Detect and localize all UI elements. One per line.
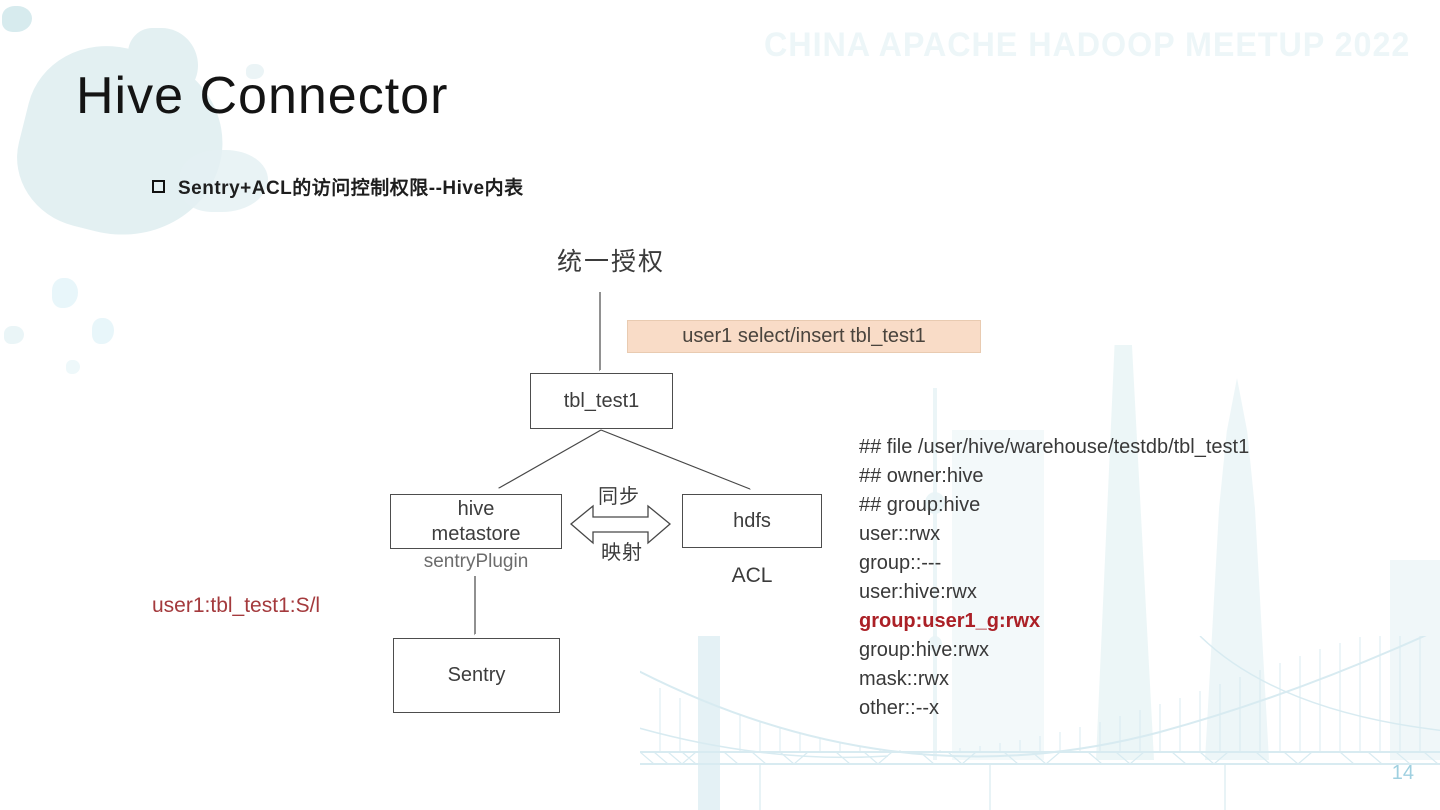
skyline-tower-sphere	[928, 636, 942, 652]
acl-line-highlighted: group:user1_g:rwx	[859, 610, 1041, 632]
acl-line: user:hive:rwx	[859, 581, 977, 603]
acl-label: ACL	[731, 564, 773, 587]
skyline-tower-mast	[933, 388, 937, 760]
acl-line: ## owner:hive	[859, 465, 984, 487]
watercolor-splash	[2, 28, 242, 257]
bullet-heading-label: Sentry+ACL的访问控制权限--Hive内表	[178, 178, 524, 199]
acl-line: group::---	[859, 552, 942, 574]
page-number: 14	[1391, 762, 1414, 784]
skyline-tower	[952, 430, 1044, 760]
acl-line: group:hive:rwx	[859, 639, 990, 661]
page-title: Hive Connector	[76, 67, 449, 125]
bullet-square-icon	[152, 180, 165, 193]
hive-metastore-label-line1: hive	[457, 497, 495, 520]
tbl-test1-label: tbl_test1	[563, 389, 640, 412]
bridge-watermark	[640, 636, 1440, 810]
watercolor-splash	[52, 278, 78, 308]
sentry-plugin-label: sentryPlugin	[423, 551, 529, 572]
acl-line: ## file /user/hive/warehouse/testdb/tbl_…	[859, 436, 1250, 458]
skyline-tower-sphere	[925, 492, 945, 514]
watercolor-splash	[2, 6, 32, 32]
hdfs-node: hdfs	[682, 494, 822, 548]
sync-label: 同步	[598, 486, 640, 508]
bullet-heading: Sentry+ACL的访问控制权限--Hive内表	[152, 173, 524, 200]
acl-line: ## group:hive	[859, 494, 981, 516]
sentry-rule-text: user1:tbl_test1:S/l	[152, 594, 321, 617]
acl-listing: ## file /user/hive/warehouse/testdb/tbl_…	[859, 433, 1249, 723]
watercolor-splash	[246, 64, 264, 79]
acl-line: other::--x	[859, 697, 940, 719]
hive-metastore-label-line2: metastore	[431, 522, 521, 545]
watercolor-splash	[180, 150, 268, 212]
unified-auth-label: 统一授权	[557, 248, 666, 276]
hdfs-label: hdfs	[733, 509, 771, 532]
acl-line: user::rwx	[859, 523, 941, 545]
acl-line: mask::rwx	[859, 668, 949, 690]
grant-statement-box: user1 select/insert tbl_test1	[627, 320, 981, 353]
watercolor-splash	[92, 318, 114, 344]
watercolor-splash	[4, 326, 24, 344]
hive-metastore-node: hive metastore	[390, 494, 562, 549]
sentry-label: Sentry	[447, 664, 506, 686]
watercolor-splash	[66, 360, 80, 374]
watercolor-splash	[128, 28, 198, 100]
event-watermark: CHINA APACHE HADOOP MEETUP 2022	[763, 26, 1410, 64]
mapping-label: 映射	[601, 542, 643, 564]
tbl-test1-node: tbl_test1	[530, 373, 673, 429]
sentry-node: Sentry	[393, 638, 560, 713]
